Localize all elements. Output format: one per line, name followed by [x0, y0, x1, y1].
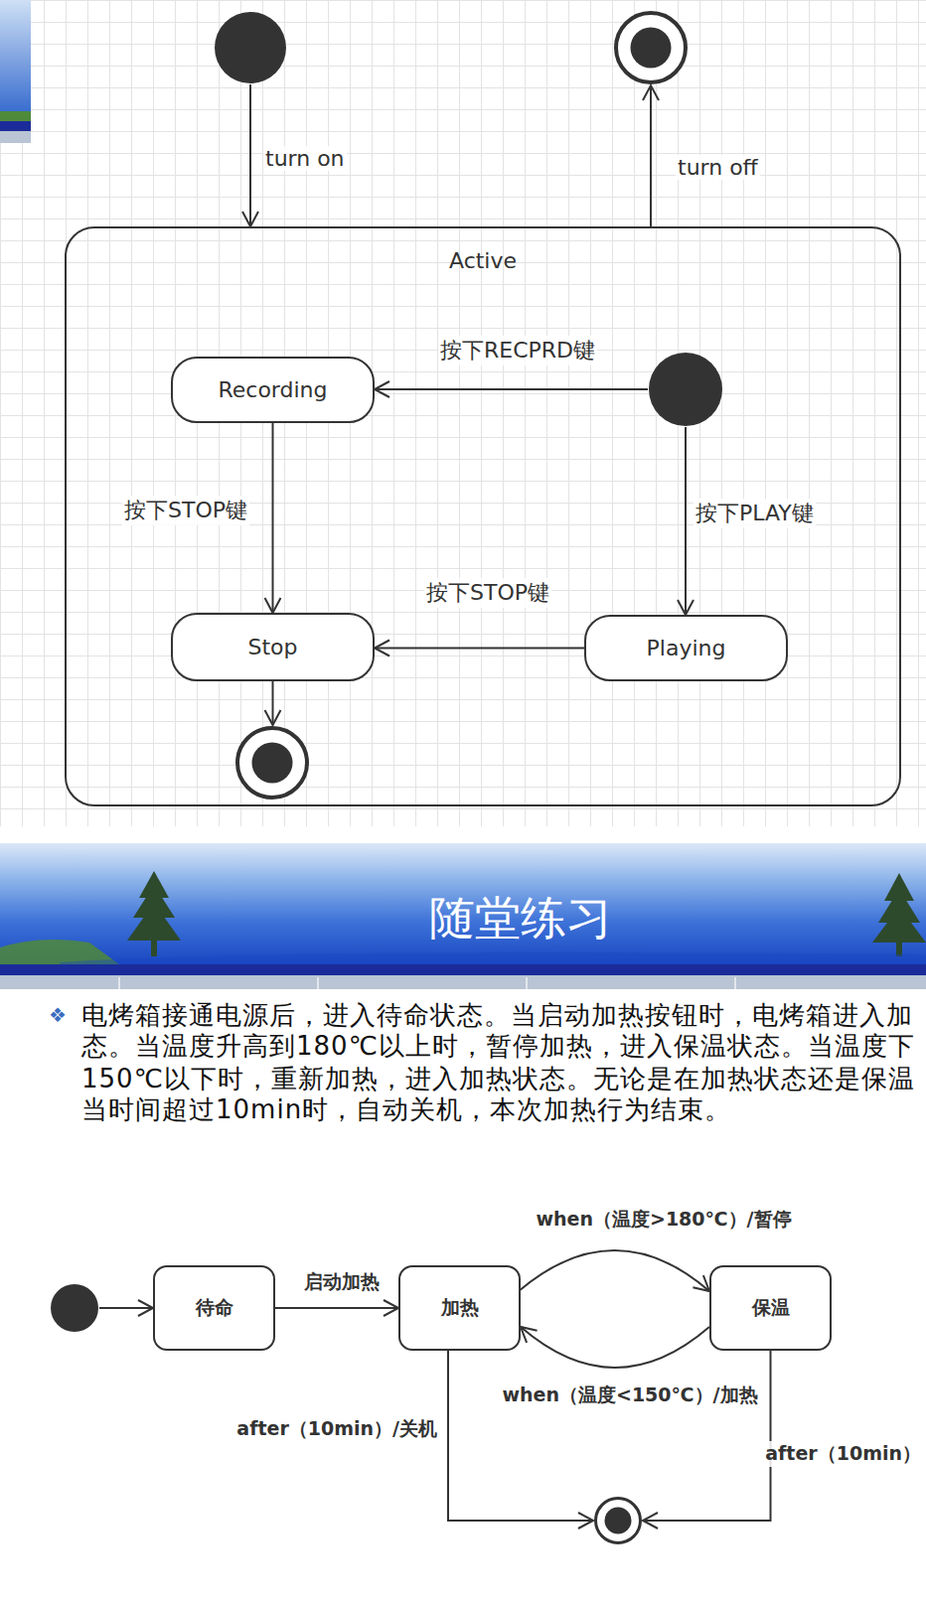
transition-label: 按下RECPRD键	[438, 335, 598, 366]
state-heading: Active	[66, 248, 900, 274]
state-name: 加热	[441, 1295, 479, 1322]
state-box: 加热	[398, 1265, 521, 1352]
exercise-text: 当时间超过10min时，自动关机，本次加热行为结束。	[81, 1092, 732, 1128]
transition-label: after（10min）	[763, 1441, 924, 1468]
state-box: Recording	[170, 356, 375, 424]
transition-arrow	[642, 1351, 772, 1530]
exercise-text: 150℃以下时，重新加热，进入加热状态。无论是在加热状态还是保温	[81, 1062, 916, 1097]
state-name: Playing	[646, 635, 727, 661]
circle-outline	[593, 1496, 643, 1546]
transition-arrow	[518, 1250, 710, 1292]
state-box: 保温	[709, 1265, 832, 1352]
transition-label: when（温度<150℃）/加热	[499, 1383, 760, 1409]
transition-arrow	[642, 85, 659, 227]
transition-label: 按下STOP键	[122, 495, 250, 526]
transition-label: 按下PLAY键	[693, 498, 816, 529]
transition-label: when（温度>180℃）/暂停	[533, 1207, 793, 1234]
banner-bar	[0, 964, 926, 976]
grid-background	[0, 0, 926, 827]
circle-outline	[234, 725, 310, 801]
final-state	[613, 9, 689, 86]
transition-label: after（10min）/关机	[234, 1416, 440, 1443]
state-name: 保温	[752, 1295, 790, 1322]
bullet-symbol: ❖	[48, 1003, 68, 1028]
transition-arrow	[275, 1300, 399, 1317]
state-box: 待命	[153, 1265, 276, 1352]
circle-outline	[213, 10, 288, 85]
circle-outline	[613, 9, 689, 86]
state-box: Playing	[584, 615, 788, 682]
state-name: 待命	[195, 1295, 234, 1322]
transition-label: turn on	[263, 146, 347, 171]
banner-title: 随堂练习	[429, 888, 613, 950]
circle-outline	[49, 1283, 100, 1334]
transition-arrow	[520, 1327, 710, 1369]
transition-arrow	[677, 427, 694, 616]
transition-label: turn off	[675, 154, 761, 180]
transition-arrow	[265, 423, 282, 614]
transition-arrow	[374, 381, 648, 398]
state-name: Recording	[217, 377, 327, 403]
state-box: Stop	[170, 613, 375, 682]
banner-strip	[0, 975, 926, 990]
final-state	[234, 725, 310, 801]
transition-arrow	[242, 84, 259, 227]
transition-arrow	[448, 1351, 594, 1530]
state-name: Stop	[247, 634, 298, 660]
initial-state	[213, 10, 288, 85]
transition-arrow	[265, 681, 282, 726]
exercise-text: 态。当温度升高到180℃以上时，暂停加热，进入保温状态。当温度下	[81, 1029, 916, 1065]
exercise-text: 电烤箱接通电源后，进入待命状态。当启动加热按钮时，电烤箱进入加	[81, 998, 914, 1034]
transition-arrow	[99, 1300, 154, 1317]
transition-label: 按下STOP键	[424, 578, 552, 609]
initial-state	[647, 351, 724, 428]
initial-state	[49, 1283, 100, 1334]
transition-label: 启动加热	[302, 1269, 382, 1296]
transition-arrow	[374, 640, 585, 657]
final-state	[593, 1496, 643, 1546]
circle-outline	[647, 351, 724, 428]
